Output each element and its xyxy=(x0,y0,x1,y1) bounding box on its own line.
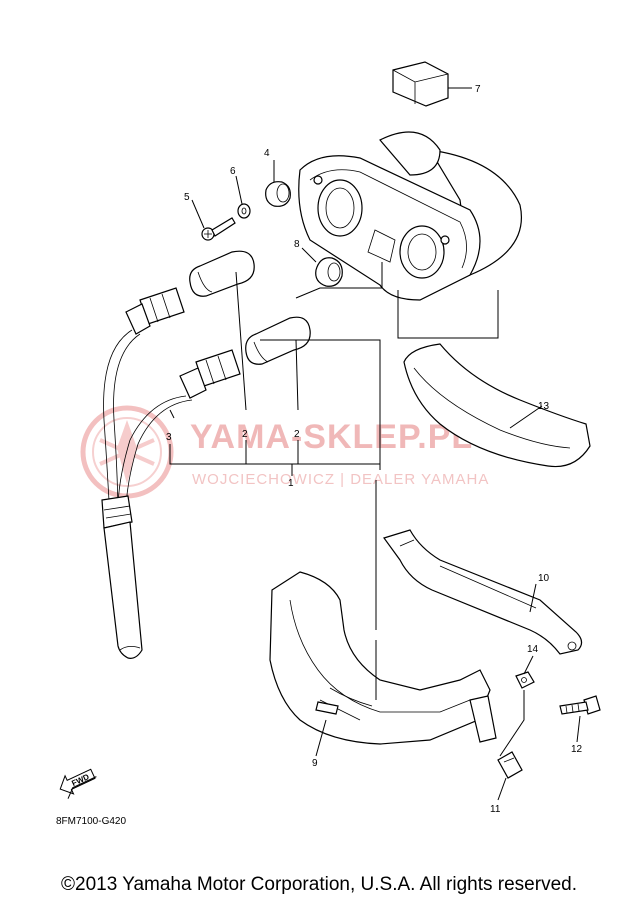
watermark-title: YAMA-SKLEP.PL xyxy=(190,418,473,456)
part-13-strip xyxy=(403,343,591,468)
watermark-subtitle: WOJCIECHOWICZ | DEALER YAMAHA xyxy=(192,471,489,488)
part-4-grommet xyxy=(265,181,291,207)
callout-9: 9 xyxy=(312,758,318,769)
housing-assembly xyxy=(298,131,522,301)
part-5-screw xyxy=(201,217,236,241)
callout-1: 1 xyxy=(288,478,294,489)
callout-14: 14 xyxy=(527,644,539,655)
watermark: YAMA-SKLEP.PL WOJCIECHOWICZ | DEALER YAM… xyxy=(80,405,489,499)
callout-8: 8 xyxy=(294,239,300,250)
callout-2a: 2 xyxy=(242,429,248,440)
callout-6: 6 xyxy=(230,166,236,177)
callout-12: 12 xyxy=(571,744,583,755)
fwd-label: FWD xyxy=(70,772,91,788)
copyright-footer: ©2013 Yamaha Motor Corporation, U.S.A. A… xyxy=(61,874,577,895)
diagram-code: 8FM7100-G420 xyxy=(56,816,126,827)
callout-5: 5 xyxy=(184,192,190,203)
fwd-arrow-icon: FWD xyxy=(59,768,97,799)
bulb-lower xyxy=(245,316,311,365)
part-9-cover xyxy=(269,571,497,745)
part-10-bracket xyxy=(383,529,583,655)
part-8-grommet xyxy=(315,257,343,287)
part-12-bolt xyxy=(559,695,601,715)
part-11-clip xyxy=(497,751,523,779)
bulb-upper xyxy=(189,250,255,297)
part-7-pad xyxy=(392,61,449,107)
callout-11: 11 xyxy=(490,804,501,815)
callout-3: 3 xyxy=(166,432,172,443)
part-6-washer xyxy=(237,203,251,219)
callout-10: 10 xyxy=(538,573,550,584)
socket-harness xyxy=(101,287,241,659)
callout-2b: 2 xyxy=(294,429,300,440)
callout-4: 4 xyxy=(264,148,270,159)
leader-lines xyxy=(169,87,581,801)
callout-13: 13 xyxy=(538,401,550,412)
part-14-nut xyxy=(515,671,535,689)
callout-7: 7 xyxy=(475,84,481,95)
